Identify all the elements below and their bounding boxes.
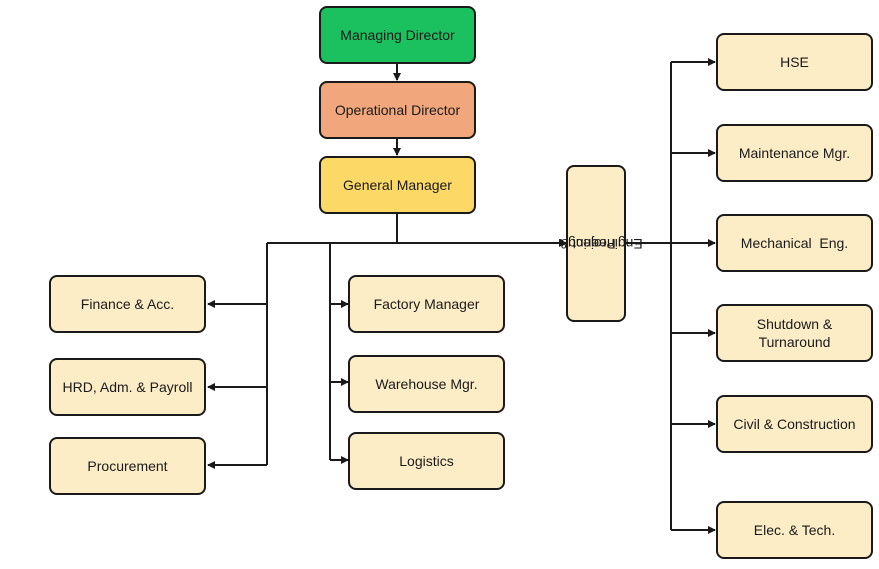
factory-manager-label: Factory Manager xyxy=(373,296,480,312)
civil-label: Civil & Construction xyxy=(733,416,856,432)
maintenance-label: Maintenance Mgr. xyxy=(738,145,851,161)
finance-box: Finance & Acc. xyxy=(49,275,206,333)
project-label-line2: Engineering xyxy=(567,235,643,252)
managing-director-box: Managing Director xyxy=(319,6,476,64)
procurement-box: Procurement xyxy=(49,437,206,495)
shutdown-label-line1: Shutdown & xyxy=(756,316,833,332)
hrd-label: HRD, Adm. & Payroll xyxy=(62,379,193,395)
hse-label: HSE xyxy=(780,54,809,70)
mechanical-box: Mechanical Eng. xyxy=(716,214,873,272)
elec-box: Elec. & Tech. xyxy=(716,501,873,559)
project-engineering-box: Project & Engineering xyxy=(559,165,643,322)
operational-director-box: Operational Director xyxy=(319,81,476,139)
elec-label: Elec. & Tech. xyxy=(753,522,836,538)
finance-label: Finance & Acc. xyxy=(80,296,175,312)
factory-manager-box: Factory Manager xyxy=(348,275,505,333)
warehouse-box: Warehouse Mgr. xyxy=(348,355,505,413)
general-manager-label: General Manager xyxy=(343,177,452,193)
hse-box: HSE xyxy=(716,33,873,91)
project-engineering-label: Project & Engineering xyxy=(559,206,643,281)
managing-director-label: Managing Director xyxy=(340,27,455,43)
warehouse-label: Warehouse Mgr. xyxy=(375,376,478,392)
shutdown-label-line2: Turnaround xyxy=(758,334,831,350)
mechanical-label: Mechanical Eng. xyxy=(740,235,849,251)
logistics-label: Logistics xyxy=(399,453,454,469)
hrd-box: HRD, Adm. & Payroll xyxy=(49,358,206,416)
shutdown-box: Shutdown & Turnaround xyxy=(716,304,873,362)
procurement-label: Procurement xyxy=(87,458,168,474)
general-manager-box: General Manager xyxy=(319,156,476,214)
shutdown-label: Shutdown & Turnaround xyxy=(757,315,833,351)
maintenance-box: Maintenance Mgr. xyxy=(716,124,873,182)
logistics-box: Logistics xyxy=(348,432,505,490)
civil-box: Civil & Construction xyxy=(716,395,873,453)
operational-director-label: Operational Director xyxy=(334,102,461,118)
